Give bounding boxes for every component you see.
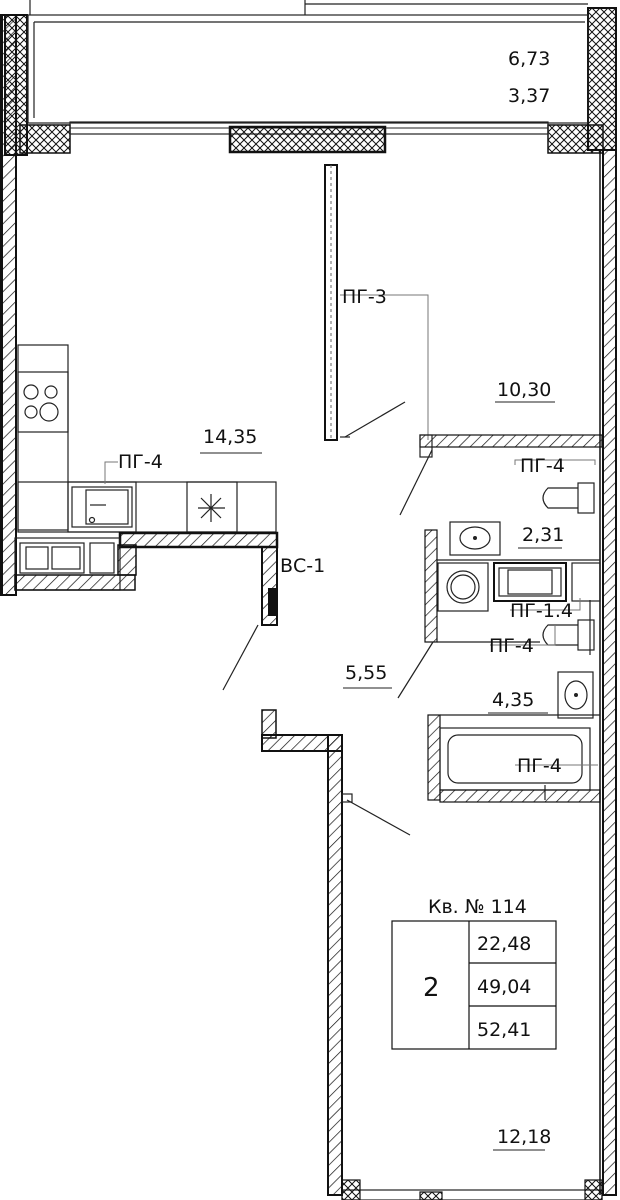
kitchen-wall: [14, 531, 279, 591]
living-area: 22,48: [477, 933, 531, 955]
bathroom-area: 4,35: [492, 689, 534, 711]
tag-pg4-hall: ПГ-4: [489, 635, 534, 657]
bedroom-area: 10,30: [497, 379, 551, 401]
exterior-walls: [0, 7, 617, 1196]
hall-walls: [261, 709, 603, 1200]
wc-block: [397, 434, 603, 800]
tag-vs1: ВС-1: [280, 555, 325, 577]
tag-pg4-bath: ПГ-4: [517, 755, 562, 777]
tag-pg4-toilet: ПГ-4: [520, 455, 565, 477]
kitchen-living-area: 14,35: [203, 426, 257, 448]
hall-area: 5,55: [345, 662, 387, 684]
rooms-count: 2: [423, 973, 440, 1003]
balcony-area-1: 6,73: [508, 48, 550, 70]
partition-pg3: [324, 164, 406, 441]
apartment-title: Кв. № 114: [428, 896, 527, 918]
balcony-area-2: 3,37: [508, 85, 550, 107]
toilet-area: 2,31: [522, 524, 564, 546]
tag-pg14: ПГ-1.4: [510, 600, 573, 622]
balcony: [27, 0, 589, 124]
total-area-with-balcony: 52,41: [477, 1019, 531, 1041]
tag-pg4-kitchen: ПГ-4: [118, 451, 163, 473]
apartment-table: [391, 920, 557, 1050]
bathroom: [427, 671, 601, 803]
room-area: 12,18: [497, 1126, 551, 1148]
tag-pg3: ПГ-3: [342, 286, 387, 308]
total-area: 49,04: [477, 976, 531, 998]
vs1-shaft: [222, 546, 278, 691]
